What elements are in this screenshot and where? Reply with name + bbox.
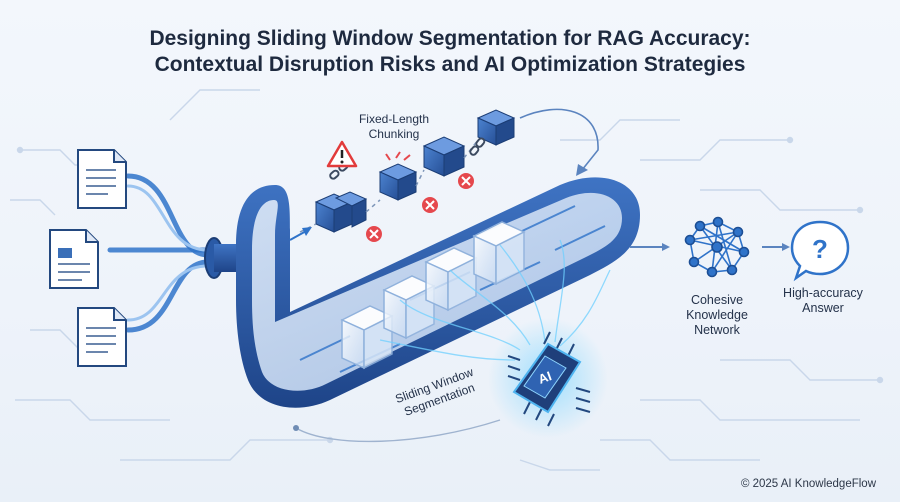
break-spark-icon [385, 151, 411, 161]
fixed-length-chunks [314, 109, 516, 233]
warning-icon [326, 140, 358, 168]
answer-label-line-2: Answer [802, 301, 844, 315]
input-flow-lines [107, 173, 211, 333]
feedback-line [295, 419, 501, 443]
question-bubble-icon [790, 220, 850, 282]
fixed-length-label-line-2: Chunking [368, 127, 420, 141]
output-arrow-2 [762, 243, 790, 251]
document-icon-1 [77, 149, 127, 209]
error-x-icon-1 [366, 226, 382, 242]
return-arrowhead [576, 164, 588, 176]
knowledge-network-label-line-1: Cohesive [690, 293, 744, 307]
ai-chip-label: AI [536, 368, 553, 387]
error-x-icon-2 [422, 197, 438, 213]
document-icon-3 [77, 307, 127, 367]
sliding-window-blocks [340, 221, 526, 370]
title-line-1: Designing Sliding Window Segmentation fo… [149, 27, 751, 50]
answer-label-line-1: High-accuracy [783, 286, 863, 300]
chunk-cube-3 [422, 136, 466, 177]
fixed-length-label-line-1: Fixed-Length [358, 112, 430, 126]
knowledge-network-label-line-2: Knowledge [686, 308, 748, 322]
chunk-entry-arrowhead [302, 227, 312, 236]
chunk-cube-2 [378, 163, 418, 201]
document-icon-2 [49, 229, 99, 289]
knowledge-network-label-line-3: Network [694, 323, 740, 337]
feedback-line-dot [293, 425, 299, 431]
input-nozzle [204, 237, 238, 279]
copyright-footer: © 2025 AI KnowledgeFlow [740, 478, 876, 490]
error-x-icon-3 [458, 173, 474, 189]
ai-chip-icon [507, 331, 591, 427]
broken-link-icon-2 [469, 137, 486, 156]
title-line-2: Contextual Disruption Risks and AI Optim… [154, 53, 746, 76]
circuit-background [10, 89, 884, 471]
return-arrow [519, 108, 599, 171]
knowledge-network-label: Cohesive Knowledge Network [664, 293, 770, 338]
chunk-cube-1 [314, 191, 368, 233]
fixed-length-label: Fixed-Length Chunking [334, 112, 454, 142]
knowledge-network-icon [684, 216, 750, 278]
answer-label: High-accuracy Answer [768, 286, 878, 316]
output-arrow-1 [630, 243, 670, 251]
glass-block-4 [472, 221, 526, 286]
page-title: Designing Sliding Window Segmentation fo… [0, 26, 900, 78]
question-mark: ? [812, 234, 828, 264]
